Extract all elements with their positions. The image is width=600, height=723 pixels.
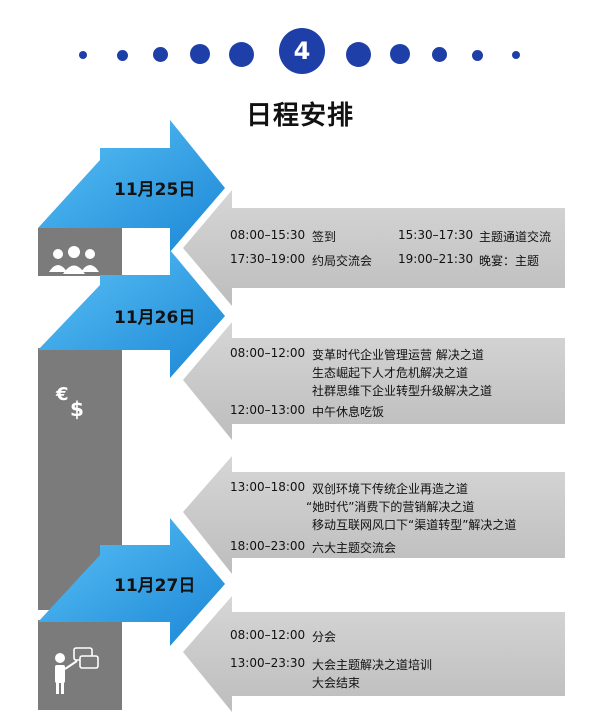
schedule-text: 约局交流会 <box>312 254 373 268</box>
schedule-text: 中午休息吃饭 <box>312 405 385 419</box>
dot <box>472 50 483 61</box>
schedule-text: 签到 <box>312 230 337 244</box>
schedule-text: 主题通道交流 <box>479 230 552 244</box>
people-icon <box>49 246 99 274</box>
svg-text:$: $ <box>70 397 84 420</box>
schedule-text: 双创环境下传统企业再造之道 <box>312 482 469 496</box>
date-label: 11月27日 <box>114 576 196 596</box>
schedule-text: 分会 <box>312 630 337 644</box>
schedule-text: 大会结束 <box>312 676 361 690</box>
dot <box>346 42 371 67</box>
schedule-text: 晚宴：主题 <box>479 254 540 268</box>
dot <box>79 51 87 59</box>
date-arrow-3 <box>38 518 225 646</box>
progress-dots <box>0 22 600 86</box>
presenter-icon <box>55 647 99 694</box>
dot <box>512 51 520 59</box>
dot <box>390 44 410 64</box>
schedule-time: 08:00–12:00 <box>230 346 306 360</box>
schedule-text: 变革时代企业管理运营 解决之道 <box>312 348 484 362</box>
schedule-text: 大会主题解决之道培训 <box>312 658 433 672</box>
date-label: 11月26日 <box>114 308 196 328</box>
date-arrow-1 <box>38 120 225 252</box>
dot <box>153 47 168 62</box>
dot <box>229 42 254 67</box>
date-arrow-2 <box>38 250 225 378</box>
schedule-text: 六大主题交流会 <box>312 541 397 555</box>
panel-day1 <box>183 190 565 306</box>
schedule-time: 08:00–15:30 <box>230 228 306 242</box>
schedule-time: 15:30–17:30 <box>398 228 474 242</box>
schedule-time: 12:00–13:00 <box>230 403 306 417</box>
panel-day2-morning <box>183 322 565 440</box>
schedule-text: 社群思维下企业转型升级解决之道 <box>312 384 493 398</box>
dot <box>117 50 128 61</box>
schedule-text: “她时代”消费下的营销解决之道 <box>306 500 475 514</box>
panel-day3 <box>183 596 565 712</box>
schedule-time: 08:00–12:00 <box>230 628 306 642</box>
dot <box>190 44 210 64</box>
schedule-time: 13:00–23:30 <box>230 656 306 670</box>
svg-text:€: € <box>55 384 69 405</box>
currency-icon: € $ <box>55 384 84 420</box>
date-label: 11月25日 <box>114 180 196 200</box>
schedule-time: 19:00–21:30 <box>398 252 474 266</box>
schedule-time: 18:00–23:00 <box>230 539 306 553</box>
panel-day2-afternoon <box>183 456 565 574</box>
schedule-text: 移动互联网风口下“渠道转型”解决之道 <box>312 518 517 532</box>
page-title: 日程安排 <box>245 101 354 131</box>
dot <box>432 47 447 62</box>
schedule-time: 13:00–18:00 <box>230 480 306 494</box>
schedule-text: 生态崛起下人才危机解决之道 <box>312 366 469 380</box>
step-number-badge: 4 <box>279 28 325 74</box>
schedule-time: 17:30–19:00 <box>230 252 306 266</box>
